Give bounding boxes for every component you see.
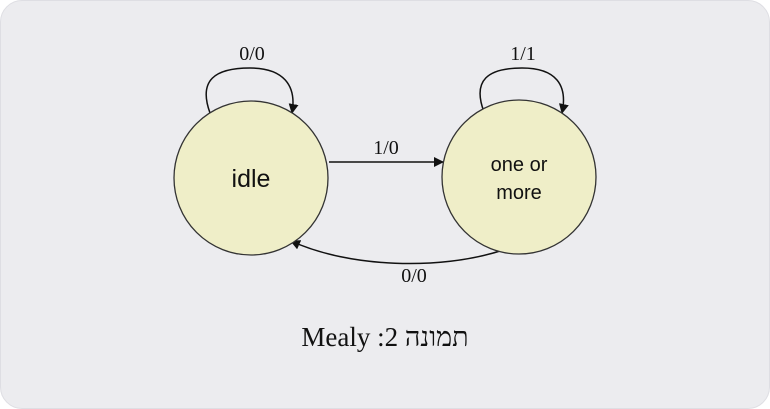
state-one-or-more-label-line-2: more <box>496 182 542 204</box>
edge-label-one-or-more-self: 1/1 <box>510 43 536 65</box>
state-one-or-more-label-line-1: one or <box>491 154 548 176</box>
state-one-or-more <box>441 99 597 255</box>
state-idle <box>173 100 329 256</box>
edge-label-idle-self: 0/0 <box>239 43 265 65</box>
self-loop-idle <box>205 67 299 114</box>
caption-latin: Mealy <box>301 322 371 352</box>
figure-caption: Mealy :2 תמונה <box>0 322 770 353</box>
state-idle-label: idle <box>232 165 271 193</box>
edge-label-idle-to-one-or-more: 1/0 <box>373 137 399 159</box>
caption-hebrew: תמונה <box>404 322 469 352</box>
edge-label-one-or-more-to-idle: 0/0 <box>401 265 427 287</box>
self-loop-one-or-more <box>479 67 569 114</box>
edge-one-or-more-to-idle <box>290 240 501 265</box>
caption-number: :2 <box>377 322 399 352</box>
